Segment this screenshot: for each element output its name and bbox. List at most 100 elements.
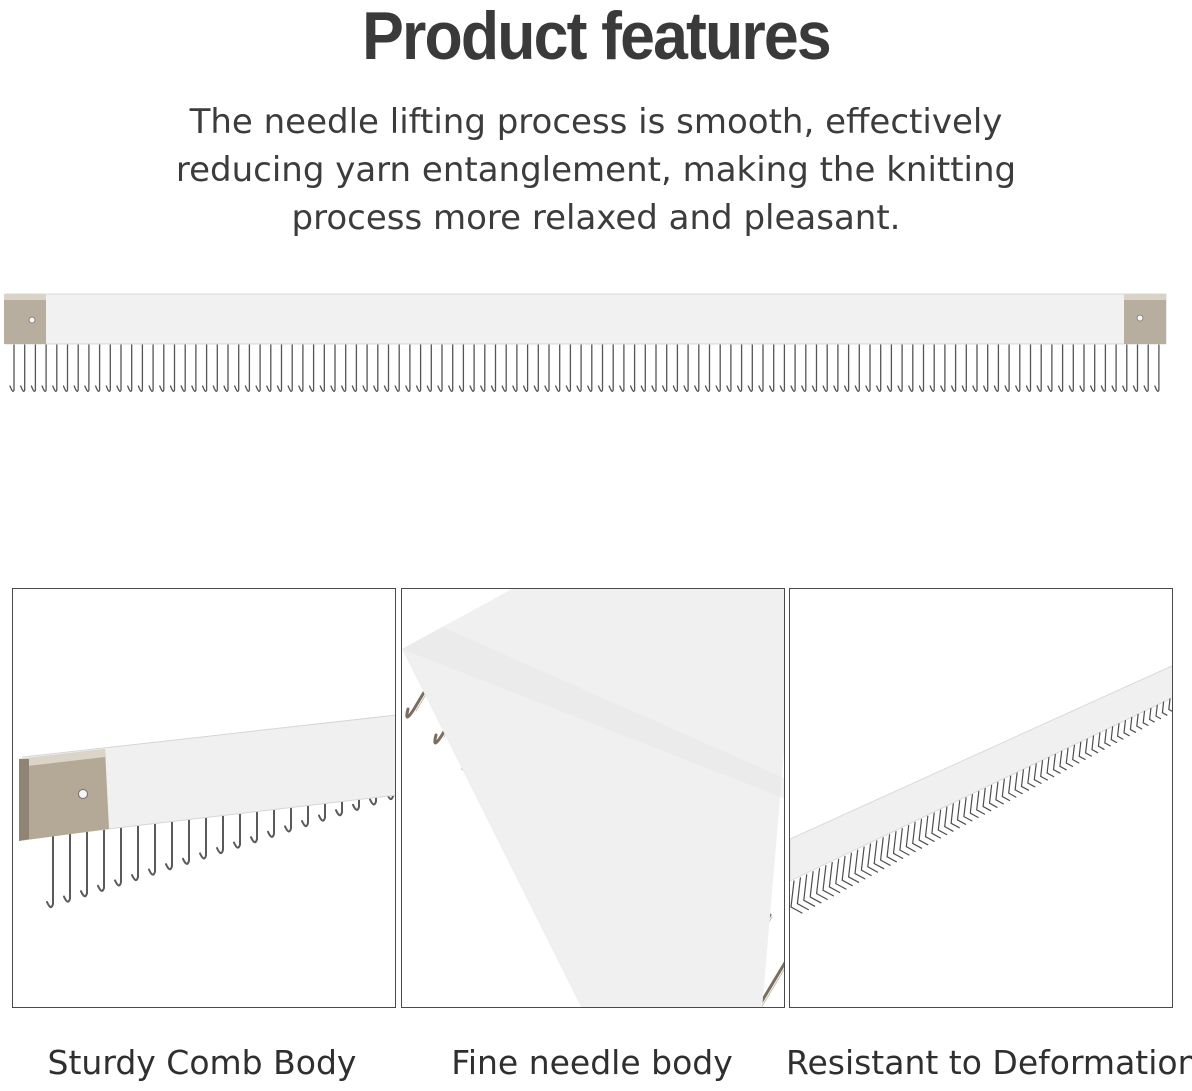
needle bbox=[801, 343, 807, 392]
needle bbox=[469, 343, 475, 392]
needle bbox=[80, 819, 88, 898]
needle bbox=[1059, 750, 1067, 771]
needle bbox=[886, 343, 893, 392]
needle-row bbox=[9, 343, 1160, 392]
needle bbox=[97, 815, 105, 892]
needle bbox=[963, 797, 973, 822]
needle bbox=[1079, 343, 1085, 392]
needle bbox=[683, 343, 689, 392]
needle bbox=[828, 861, 841, 894]
comb-bar bbox=[790, 665, 1172, 882]
needle bbox=[790, 880, 803, 914]
needle bbox=[961, 343, 967, 392]
needle bbox=[148, 802, 156, 876]
needle bbox=[950, 803, 960, 829]
needle bbox=[1142, 710, 1149, 726]
needle bbox=[94, 343, 101, 392]
needle bbox=[811, 343, 818, 392]
needle bbox=[876, 343, 882, 392]
needle bbox=[769, 343, 775, 392]
needle bbox=[950, 343, 957, 392]
needle bbox=[165, 798, 173, 871]
needle bbox=[809, 871, 822, 904]
needle bbox=[308, 343, 315, 392]
needle bbox=[944, 806, 954, 832]
needle bbox=[747, 343, 753, 392]
needle-row bbox=[46, 744, 394, 908]
needle bbox=[405, 627, 464, 719]
needle bbox=[597, 343, 604, 392]
needle bbox=[1065, 747, 1074, 767]
needle bbox=[1057, 343, 1064, 392]
needle bbox=[841, 855, 853, 887]
needle bbox=[84, 343, 90, 392]
needle bbox=[1116, 723, 1124, 740]
needle bbox=[956, 800, 967, 825]
needle bbox=[244, 343, 251, 392]
needle bbox=[1132, 343, 1139, 392]
needle-closeup-image bbox=[402, 589, 784, 1007]
needle bbox=[982, 787, 992, 812]
needle bbox=[298, 343, 304, 392]
needle bbox=[287, 343, 293, 392]
needle bbox=[726, 343, 732, 392]
needle bbox=[918, 343, 925, 392]
needle bbox=[383, 343, 390, 392]
feature-description: The needle lifting process is smooth, ef… bbox=[175, 102, 1017, 238]
needle bbox=[490, 343, 497, 392]
needle bbox=[929, 343, 935, 392]
needle bbox=[1129, 716, 1137, 733]
needle bbox=[1100, 343, 1107, 392]
needle bbox=[879, 837, 891, 866]
needle bbox=[127, 343, 133, 392]
needle bbox=[114, 811, 122, 887]
needle bbox=[1033, 763, 1042, 784]
needle bbox=[993, 343, 1000, 392]
needle bbox=[1008, 775, 1017, 798]
needle bbox=[223, 343, 229, 392]
needle bbox=[833, 343, 839, 392]
needle bbox=[1068, 343, 1074, 392]
needle bbox=[1040, 760, 1048, 781]
needle bbox=[1104, 729, 1111, 747]
needle bbox=[897, 343, 903, 392]
needle bbox=[587, 343, 593, 392]
needle bbox=[976, 790, 986, 815]
needle bbox=[437, 343, 443, 392]
needle bbox=[1111, 343, 1117, 392]
panel-sturdy-comb-body bbox=[12, 588, 396, 1008]
needle bbox=[815, 868, 828, 900]
comb-bar bbox=[5, 293, 1167, 345]
needle bbox=[924, 815, 935, 842]
needle bbox=[1046, 757, 1055, 778]
needle bbox=[9, 343, 15, 392]
needle bbox=[931, 812, 941, 839]
needle bbox=[180, 343, 186, 392]
needle bbox=[651, 343, 657, 392]
needle bbox=[565, 343, 572, 392]
needle bbox=[169, 343, 176, 392]
needle bbox=[1161, 701, 1168, 716]
needle bbox=[847, 852, 860, 883]
needle bbox=[159, 343, 165, 392]
needle bbox=[216, 786, 224, 854]
needle bbox=[30, 343, 37, 392]
needle bbox=[201, 343, 208, 392]
needle bbox=[1122, 343, 1128, 392]
needle bbox=[1014, 772, 1023, 795]
needle bbox=[1168, 698, 1172, 712]
needle bbox=[330, 343, 336, 392]
needle bbox=[276, 343, 283, 392]
needle bbox=[854, 849, 866, 880]
needle bbox=[105, 343, 111, 392]
needle bbox=[988, 784, 998, 808]
needle bbox=[736, 343, 743, 392]
needle bbox=[335, 756, 343, 817]
needle bbox=[761, 968, 784, 1007]
needle bbox=[544, 343, 550, 392]
needle bbox=[233, 781, 241, 849]
needle bbox=[212, 343, 218, 392]
needle bbox=[522, 343, 529, 392]
needle bbox=[52, 343, 58, 392]
needle bbox=[41, 343, 47, 392]
